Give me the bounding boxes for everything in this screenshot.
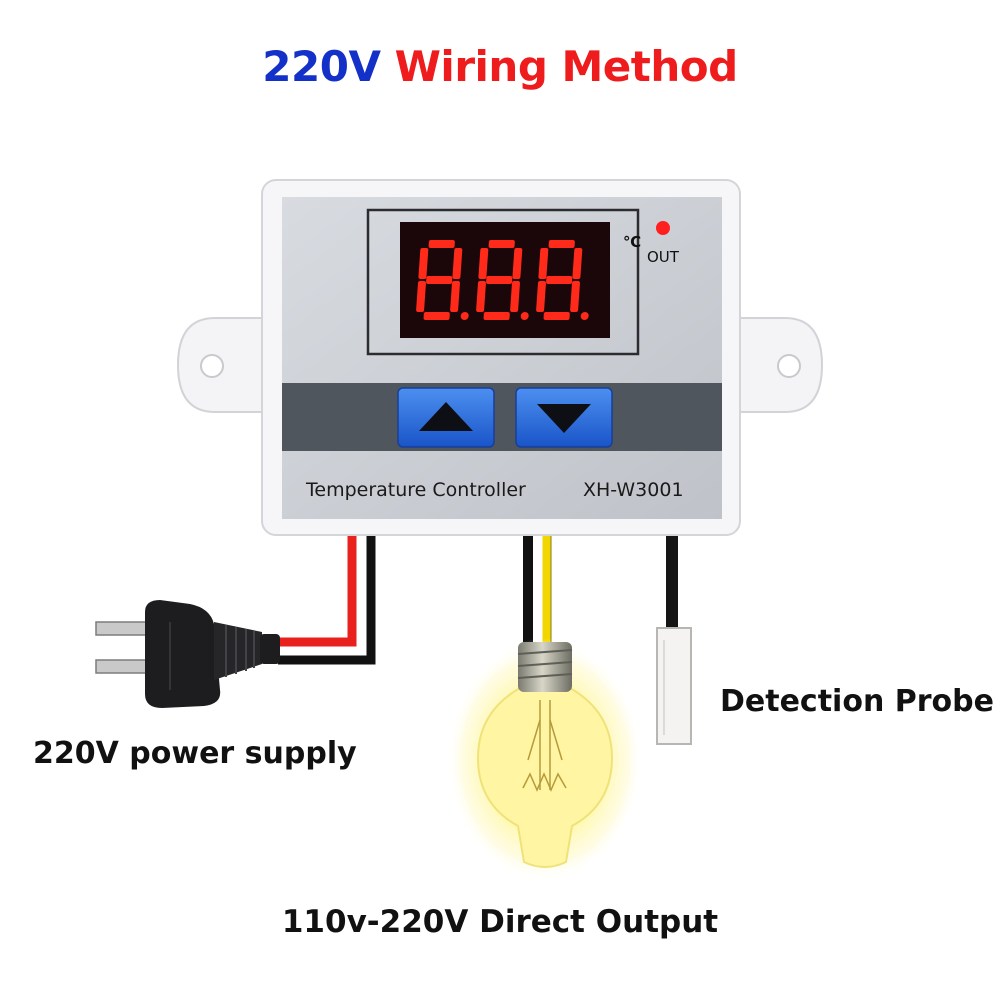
power-supply-label: 220V power supply [33, 736, 357, 771]
power-wire-red [278, 535, 357, 647]
led-segment [488, 240, 515, 248]
unit-label: ℃ [623, 233, 641, 251]
title-method: Wiring Method [394, 42, 739, 91]
down-arrow-icon [537, 404, 591, 433]
out-label: OUT [647, 248, 680, 266]
light-bulb [447, 638, 643, 882]
led-segment [416, 281, 426, 312]
display-frame [366, 208, 640, 356]
led-segment [428, 240, 455, 248]
led-segment [538, 248, 549, 279]
led-segment [418, 248, 429, 279]
led-segment [543, 312, 570, 320]
led-segment [452, 248, 463, 279]
right-mount-hole [777, 354, 801, 378]
led-decimal-point [580, 312, 589, 320]
led-segment [476, 281, 486, 312]
controller-name: Temperature Controller [305, 479, 526, 501]
detection-probe-label: Detection Probe [720, 684, 994, 719]
led-segment [450, 281, 460, 312]
temperature-controller: ℃ OUT Temperature Controller XH-W3001 [176, 179, 824, 536]
bulb-cap [518, 642, 572, 692]
plug-prong-bottom [95, 659, 149, 674]
led-digits [416, 240, 589, 320]
led-digit [536, 240, 589, 320]
led-segment [486, 276, 513, 284]
led-segment [423, 312, 450, 320]
led-segment [510, 281, 520, 312]
led-decimal-point [520, 312, 529, 320]
led-segment [548, 240, 575, 248]
power-wires [278, 535, 376, 665]
led-decimal-point [460, 312, 469, 320]
left-mount-hole [200, 354, 224, 378]
page-title: 220V Wiring Method [0, 42, 1000, 91]
button-strip [282, 383, 722, 451]
led-segment [572, 248, 583, 279]
led-digit [476, 240, 529, 320]
down-button[interactable] [515, 387, 613, 448]
power-wire-black [278, 535, 376, 665]
output-wires [523, 535, 552, 645]
title-voltage: 220V [262, 42, 381, 91]
led-digit [416, 240, 469, 320]
led-segment [536, 281, 546, 312]
plug-prong-top [95, 621, 149, 636]
led-segment [512, 248, 523, 279]
led-segment [483, 312, 510, 320]
led-segment [426, 276, 453, 284]
led-segment [570, 281, 580, 312]
up-arrow-icon [419, 402, 473, 431]
led-segment [478, 248, 489, 279]
detection-probe [656, 627, 692, 745]
power-plug [95, 600, 280, 708]
direct-output-label: 110v-220V Direct Output [281, 904, 719, 940]
controller-model: XH-W3001 [583, 479, 684, 501]
plug-head [145, 600, 221, 708]
led-segment [546, 276, 573, 284]
out-indicator-led [656, 221, 670, 235]
up-button[interactable] [397, 387, 495, 448]
